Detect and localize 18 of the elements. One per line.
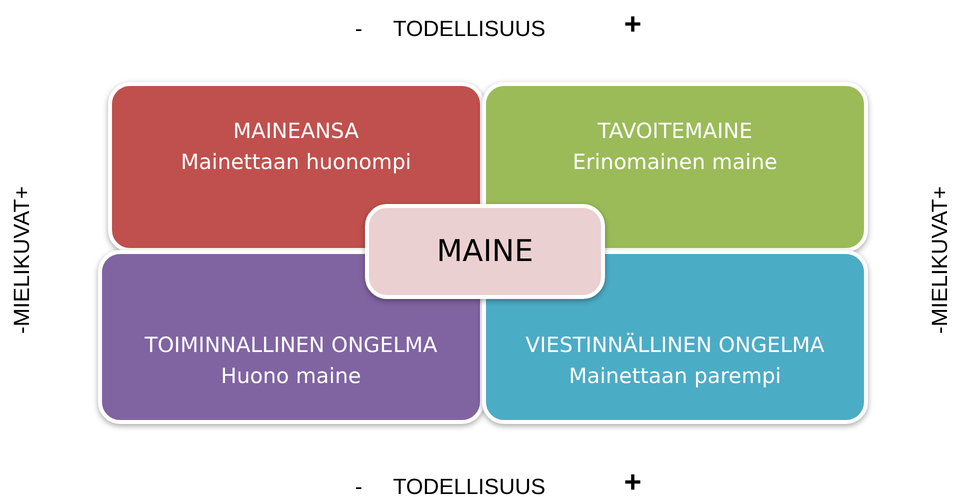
quadrant-subtitle: Mainettaan huonompi xyxy=(180,149,412,176)
axis-sign: + xyxy=(624,470,642,496)
center-label: MAINE xyxy=(436,234,534,270)
axis-sign: + xyxy=(624,12,642,38)
center-box xyxy=(365,204,605,299)
axis-label: -MIELIKUVAT+ xyxy=(8,186,35,334)
axis-sign: - xyxy=(355,16,362,42)
quadrant-subtitle: Mainettaan parempi xyxy=(568,363,782,390)
axis-label: -MIELIKUVAT+ xyxy=(926,186,953,334)
axis-label: TODELLISUUS xyxy=(393,474,546,497)
quadrant-title: TOIMINNALLINEN ONGELMA xyxy=(144,332,438,359)
quadrant-title: MAINEANSA xyxy=(233,118,359,145)
quadrant-subtitle: Erinomainen maine xyxy=(572,149,778,176)
quadrant-subtitle: Huono maine xyxy=(220,363,362,390)
quadrant-title: TAVOITEMAINE xyxy=(598,118,752,145)
axis-sign: - xyxy=(355,474,362,497)
quadrant-title: VIESTINNÄLLINEN ONGELMA xyxy=(526,332,824,359)
axis-label: TODELLISUUS xyxy=(393,16,546,42)
